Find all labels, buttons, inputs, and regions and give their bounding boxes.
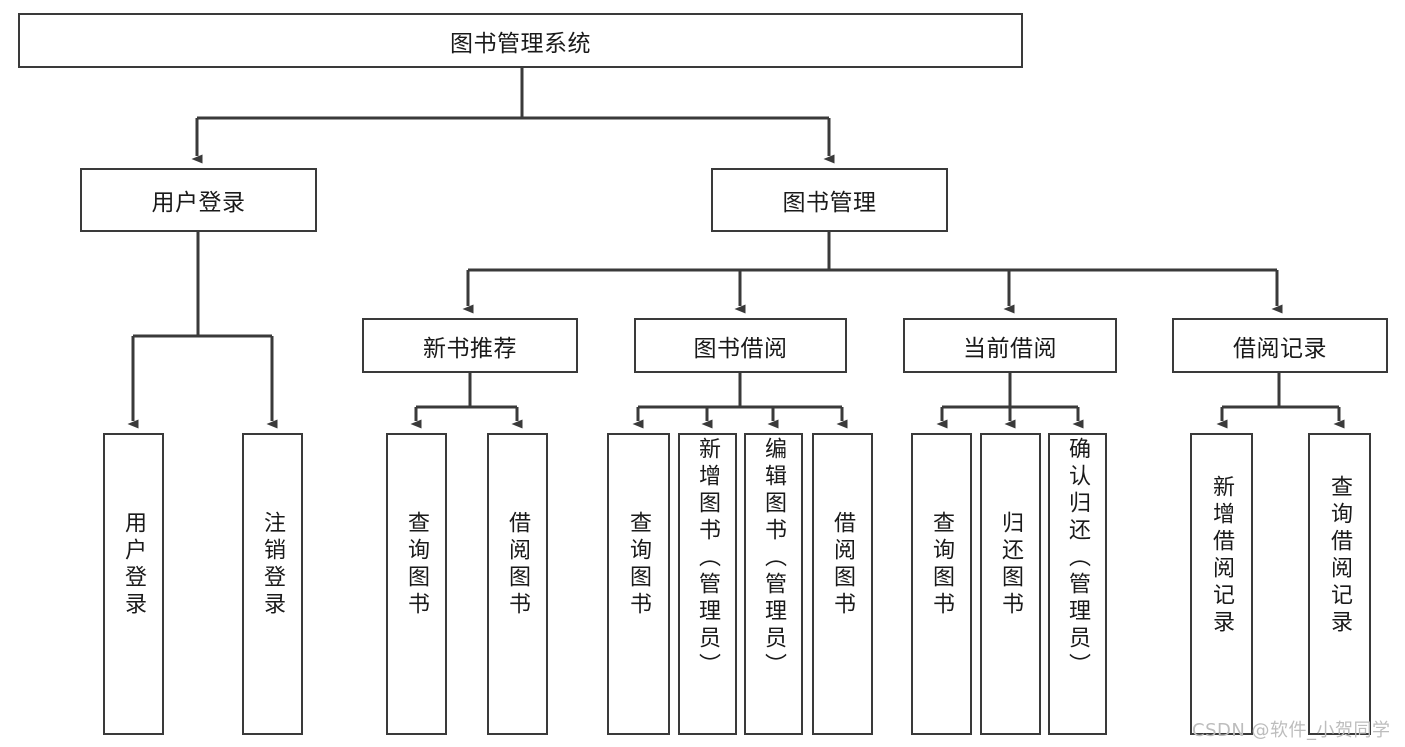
leaf-confirm-return-label: 确认归还（管理员） <box>1065 437 1091 680</box>
node-root-label: 图书管理系统 <box>450 30 591 57</box>
leaf-logout[interactable]: 注销登录 <box>242 433 303 735</box>
leaf-user-login[interactable]: 用户登录 <box>103 433 164 735</box>
leaf-query-book-1-label: 查询图书 <box>404 511 430 619</box>
node-borrow-record-label: 借阅记录 <box>1233 335 1327 362</box>
leaf-query-book-2-label: 查询图书 <box>626 511 652 619</box>
leaf-confirm-return[interactable]: 确认归还（管理员） <box>1048 433 1107 735</box>
leaf-add-record[interactable]: 新增借阅记录 <box>1190 433 1253 735</box>
node-current-borrow-label: 当前借阅 <box>963 335 1057 362</box>
leaf-query-record-label: 查询借阅记录 <box>1327 475 1353 637</box>
node-book-manage-label: 图书管理 <box>782 190 877 216</box>
leaf-query-book-3[interactable]: 查询图书 <box>911 433 972 735</box>
leaf-edit-book[interactable]: 编辑图书（管理员） <box>744 433 803 735</box>
node-book-manage[interactable]: 图书管理 <box>711 168 948 232</box>
node-book-borrow[interactable]: 图书借阅 <box>634 318 847 373</box>
leaf-edit-book-label: 编辑图书（管理员） <box>761 437 787 680</box>
node-user-login[interactable]: 用户登录 <box>80 168 317 232</box>
node-new-book-rec-label: 新书推荐 <box>423 335 517 362</box>
leaf-borrow-book-1-label: 借阅图书 <box>505 511 531 619</box>
node-new-book-rec[interactable]: 新书推荐 <box>362 318 578 373</box>
leaf-add-book-label: 新增图书（管理员） <box>695 437 721 680</box>
leaf-add-book[interactable]: 新增图书（管理员） <box>678 433 737 735</box>
leaf-query-book-2[interactable]: 查询图书 <box>607 433 670 735</box>
leaf-add-record-label: 新增借阅记录 <box>1209 475 1235 637</box>
node-borrow-record[interactable]: 借阅记录 <box>1172 318 1388 373</box>
leaf-return-book-label: 归还图书 <box>998 511 1024 619</box>
leaf-logout-label: 注销登录 <box>260 511 286 619</box>
leaf-user-login-label: 用户登录 <box>121 511 147 619</box>
leaf-return-book[interactable]: 归还图书 <box>980 433 1041 735</box>
leaf-query-book-3-label: 查询图书 <box>929 511 955 619</box>
node-current-borrow[interactable]: 当前借阅 <box>903 318 1117 373</box>
leaf-query-record[interactable]: 查询借阅记录 <box>1308 433 1371 735</box>
leaf-borrow-book-2[interactable]: 借阅图书 <box>812 433 873 735</box>
node-root[interactable]: 图书管理系统 <box>18 13 1023 68</box>
node-book-borrow-label: 图书借阅 <box>693 335 788 362</box>
leaf-borrow-book-1[interactable]: 借阅图书 <box>487 433 548 735</box>
leaf-borrow-book-2-label: 借阅图书 <box>830 511 856 619</box>
watermark-csdn: CSDN @软件_小贺同学 <box>1192 720 1391 741</box>
node-user-login-label: 用户登录 <box>151 190 246 216</box>
leaf-query-book-1[interactable]: 查询图书 <box>386 433 447 735</box>
